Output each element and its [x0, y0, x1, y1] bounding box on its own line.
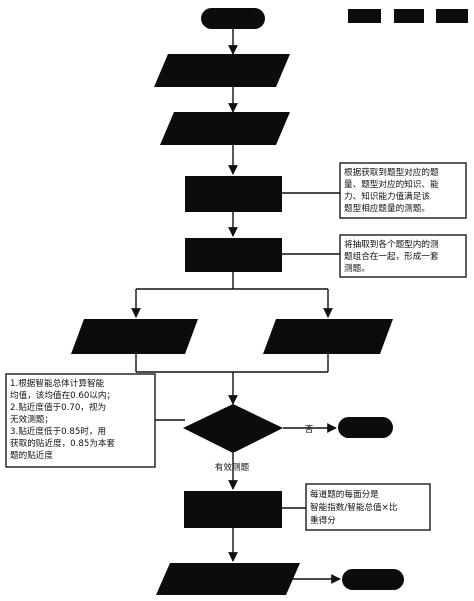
- note3-line3: 2.贴近度值于0.70，视为: [10, 401, 106, 413]
- note1-line2: 量、题型对应的知识、能: [344, 178, 439, 190]
- note-box-2: 将抽取到各个题型内的测 题组合在一起，形成一套 测题。: [339, 234, 467, 278]
- note1-line4: 题型相应题量的测题。: [344, 202, 430, 214]
- connectors: [131, 29, 341, 584]
- note1-line3: 力、知识能力值满足该: [344, 190, 430, 202]
- note-box-1: 根据获取到题型对应的题 量、题型对应的知识、能 力、知识能力值满足该 题型相应题…: [339, 162, 467, 219]
- note-box-3: 1.根据智能总体计算智能 均值，该均值在0.60以内； 2.贴近度值于0.70，…: [5, 373, 156, 468]
- note3-line7: 题的贴近度: [10, 449, 53, 461]
- note3-line6: 获取的贴近度，0.85为本套: [10, 437, 115, 449]
- input-node-2: [160, 112, 290, 145]
- right-branch-node: [263, 319, 393, 354]
- legend-swatch-2: [394, 9, 424, 23]
- note3-line4: 无效测题；: [10, 413, 53, 425]
- note-box-4: 每道题的每面分是 智能指数/智能总值×比 重得分: [305, 483, 431, 531]
- note4-line2: 智能指数/智能总值×比: [310, 501, 398, 513]
- note1-line1: 根据获取到题型对应的题: [344, 166, 439, 178]
- left-branch-node: [71, 319, 198, 354]
- note4-line1: 每道题的每面分是: [310, 488, 379, 500]
- process-node-2: [185, 238, 282, 272]
- legend: [348, 9, 468, 23]
- note2-line1: 将抽取到各个题型内的测: [344, 238, 439, 250]
- note3-line2: 均值，该均值在0.60以内；: [10, 389, 115, 401]
- note3-line1: 1.根据智能总体计算智能: [10, 377, 105, 389]
- input-node-1: [154, 54, 290, 87]
- start-terminator: [201, 8, 265, 29]
- note4-line3: 重得分: [310, 514, 336, 526]
- edge-label-valid: 有效测题: [215, 461, 250, 473]
- legend-swatch-1: [348, 9, 381, 23]
- note2-line3: 测题。: [344, 263, 370, 274]
- end-terminator: [342, 569, 404, 590]
- output-node: [156, 563, 300, 595]
- legend-swatch-3: [436, 9, 468, 23]
- process-node-3: [184, 491, 282, 528]
- note3-line5: 3.贴近度低于0.85时，用: [10, 425, 106, 437]
- note2-line2: 题组合在一起，形成一套: [344, 250, 439, 262]
- process-node-1: [185, 176, 282, 212]
- no-end-terminator: [338, 417, 393, 438]
- decision-node: [183, 404, 283, 453]
- edge-label-no: 否: [305, 424, 314, 435]
